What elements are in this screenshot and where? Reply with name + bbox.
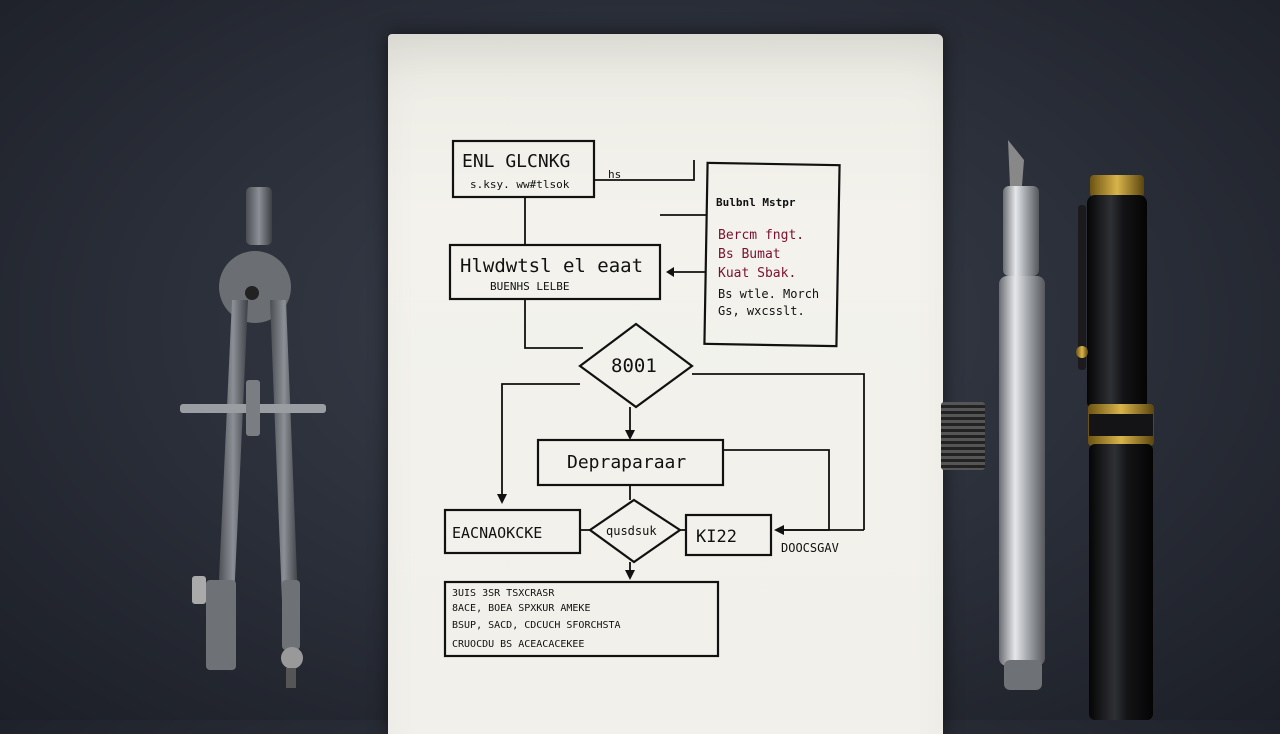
flow-box-process (448, 243, 662, 301)
fountain-pen-icon (1076, 175, 1154, 720)
clip-icon (941, 402, 985, 470)
notes-line-2: 8ACE, BOEA SPXKUR AMEKE (452, 603, 590, 614)
side-note-line-3: Bs Bumat (718, 247, 781, 262)
notes-box (443, 580, 720, 658)
side-note-line-4: Kuat Sbak. (718, 266, 796, 281)
box3-label: Depraparaar (567, 452, 686, 473)
box2-subtitle: BUENHS LELBE (490, 280, 569, 293)
connector-label: hs (608, 168, 621, 181)
side-note-line-2: Bercm fngt. (718, 228, 804, 243)
flow-box-4 (443, 508, 582, 555)
side-note-line-1: Bulbnl Mstpr (716, 196, 796, 209)
side-note-box (703, 161, 841, 348)
box5-note: DOOCSGAV (781, 541, 839, 555)
silver-pen-icon (999, 140, 1045, 690)
decision2-label: qusdsuk (606, 524, 657, 538)
side-note-line-6: Gs, wxcsslt. (718, 304, 805, 318)
flow-decision-2 (588, 498, 682, 564)
box4-label: EACNAOKCKE (452, 524, 542, 542)
box1-title: ENL GLCNKG (462, 151, 570, 172)
notes-line-4: CRUOCDU BS ACEACACEKEE (452, 639, 584, 650)
flow-box-5 (684, 513, 773, 557)
decision1-label: 8001 (611, 355, 657, 377)
box5-label: KI22 (696, 527, 737, 547)
flow-decision-1 (578, 322, 694, 409)
notes-line-1: 3UIS 3SR TSXCRASR (452, 588, 555, 599)
side-note-line-5: Bs wtle. Morch (718, 287, 819, 301)
flow-box-start (451, 139, 596, 199)
box1-subtitle: s.ksy. ww#tlsok (470, 178, 570, 191)
box2-title: Hlwdwtsl el eaat (460, 255, 643, 277)
notes-line-3: BSUP, SACD, CDCUCH SFORCHSTA (452, 620, 621, 631)
paper-sheet (388, 34, 943, 734)
